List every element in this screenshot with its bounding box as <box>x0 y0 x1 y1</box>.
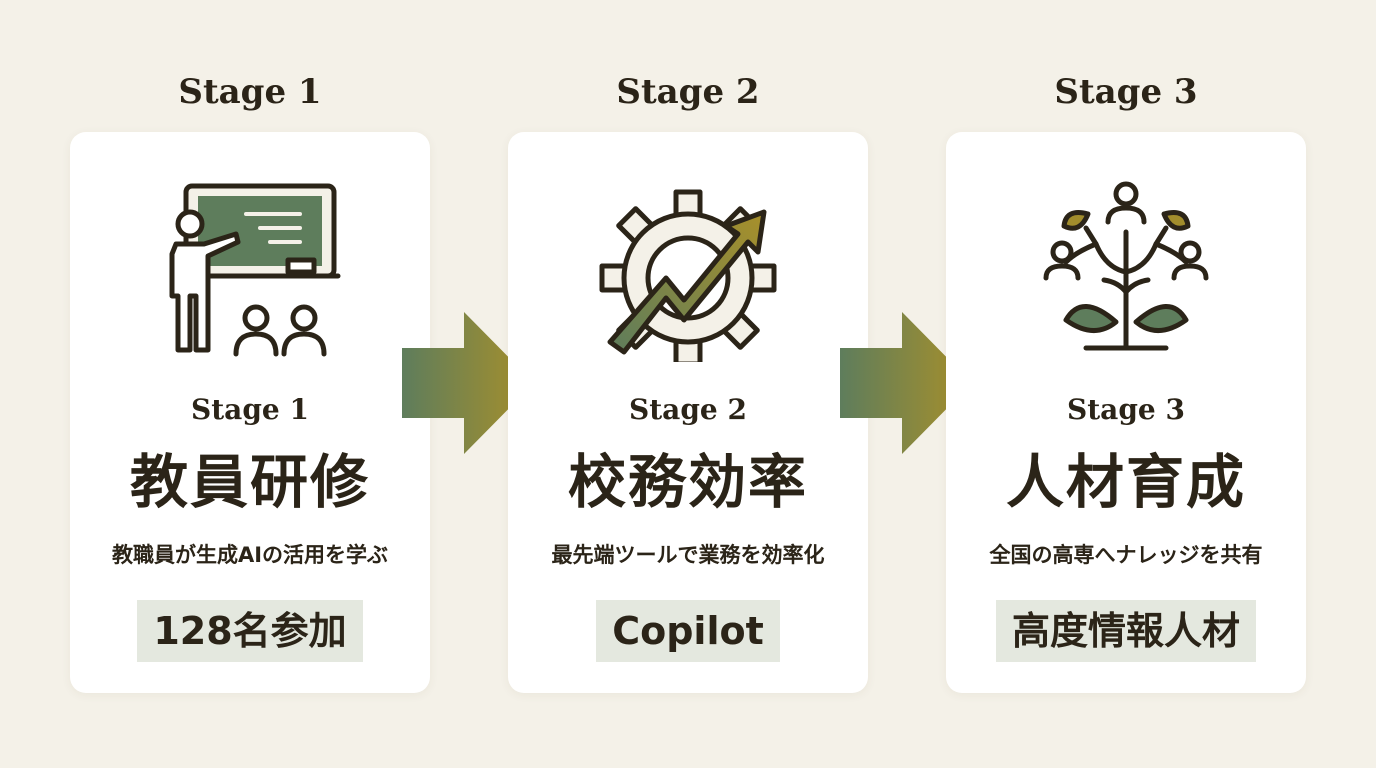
stage-2-description: 最先端ツールで業務を効率化 <box>551 543 825 567</box>
teacher-classroom-icon <box>169 183 341 357</box>
stage-2-heading: 校務効率 <box>567 448 808 516</box>
stage-2-badge: Copilot <box>596 600 780 662</box>
stage-3-label: Stage 3 <box>1067 393 1185 426</box>
stage-1-heading: 教員研修 <box>129 448 370 516</box>
stage-3-title: Stage 3 <box>1054 72 1198 112</box>
stage-3-description: 全国の高専へナレッジを共有 <box>989 543 1263 567</box>
arrow-right-icon <box>840 312 972 454</box>
stage-3-heading: 人材育成 <box>1005 448 1246 516</box>
stage-2-card: Stage 2 校務効率 最先端ツールで業務を効率化 Copilot <box>508 132 868 693</box>
stage-1-label: Stage 1 <box>191 393 309 426</box>
stage-1-title: Stage 1 <box>178 72 322 112</box>
gear-growth-arrow-icon <box>599 189 777 362</box>
stage-1-card: Stage 1 教員研修 教職員が生成AIの活用を学ぶ 128名参加 <box>70 132 430 693</box>
growing-tree-people-icon <box>1043 181 1209 351</box>
stage-2-label: Stage 2 <box>629 393 747 426</box>
stage-1-badge: 128名参加 <box>137 600 363 662</box>
stage-3-badge: 高度情報人材 <box>995 600 1256 662</box>
stage-2-title: Stage 2 <box>616 72 760 112</box>
stage-1-description: 教職員が生成AIの活用を学ぶ <box>111 543 389 567</box>
stage-3-card: Stage 3 人材育成 全国の高専へナレッジを共有 高度情報人材 <box>946 132 1306 693</box>
arrow-right-icon <box>402 312 534 454</box>
